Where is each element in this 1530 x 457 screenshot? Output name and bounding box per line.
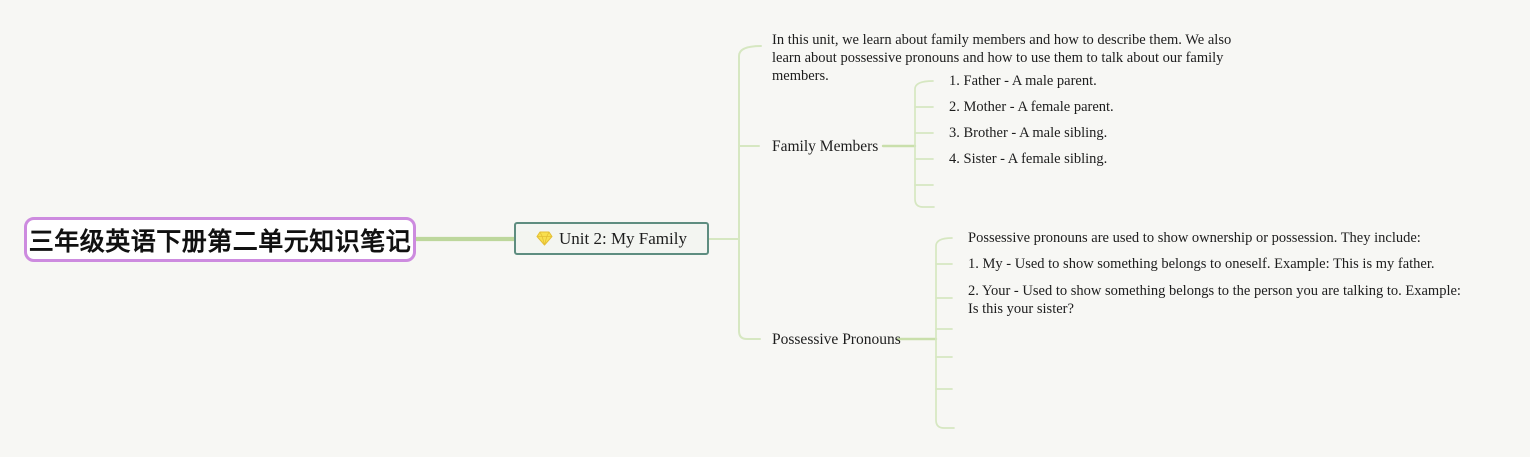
gem-icon [536, 231, 553, 246]
central-topic-label: Unit 2: My Family [559, 228, 687, 248]
summary-note[interactable]: In this unit, we learn about family memb… [772, 32, 1232, 85]
subtopic-possessive-intro[interactable]: Possessive pronouns are used to show own… [968, 230, 1421, 246]
subtopic-brother[interactable]: 3. Brother - A male sibling. [949, 125, 1108, 141]
root-topic[interactable]: 三年级英语下册第二单元知识笔记 [24, 217, 416, 262]
subtopic-father[interactable]: 1. Father - A male parent. [949, 73, 1097, 89]
subtopic-sister[interactable]: 4. Sister - A female sibling. [949, 151, 1108, 167]
branch-topic-family-members[interactable]: Family Members [772, 138, 879, 155]
central-topic[interactable]: Unit 2: My Family [514, 222, 709, 255]
subtopic-your[interactable]: 2. Your - Used to show something belongs… [968, 283, 1461, 317]
subtopic-my[interactable]: 1. My - Used to show something belongs t… [968, 256, 1435, 272]
subtopic-mother[interactable]: 2. Mother - A female parent. [949, 99, 1114, 115]
root-topic-label: 三年级英语下册第二单元知识笔记 [28, 227, 412, 256]
branch-topic-possessive-pronouns[interactable]: Possessive Pronouns [772, 331, 901, 348]
